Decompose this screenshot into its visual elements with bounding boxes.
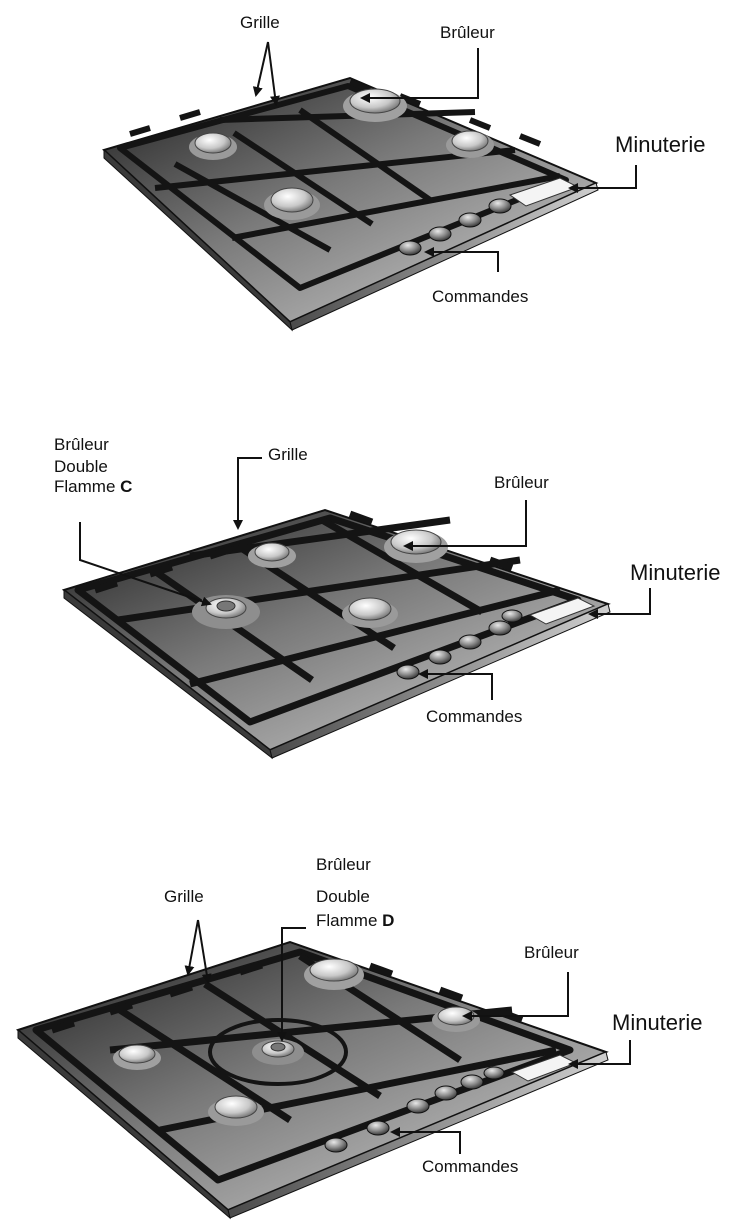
label-bruleur-dd-line3: Flamme D	[316, 912, 394, 929]
label-grille-3: Grille	[164, 887, 204, 906]
leaders-3	[184, 919, 631, 1154]
label-commandes-1: Commandes	[432, 287, 529, 306]
leaders-2	[79, 457, 651, 700]
label-bruleur-dc-line2: Double	[54, 457, 108, 476]
label-commandes-3: Commandes	[422, 1157, 519, 1176]
label-flamme-d: Flamme	[316, 911, 378, 930]
label-bruleur-dc-line3: Flamme C	[54, 478, 132, 495]
burners	[189, 88, 494, 220]
label-bruleur-2: Brûleur	[494, 473, 549, 492]
label-letter-c: C	[120, 477, 133, 496]
hob-plate-edge-left	[63, 588, 273, 760]
label-minuterie-2: Minuterie	[630, 560, 721, 585]
hob-plate-edge-left	[17, 1028, 231, 1220]
control-panel	[396, 597, 596, 680]
control-panel	[398, 177, 580, 256]
grate	[117, 79, 569, 291]
label-bruleur-3: Brûleur	[524, 943, 579, 962]
label-minuterie-1: Minuterie	[615, 132, 706, 157]
control-panel	[324, 1054, 578, 1153]
label-bruleur-dd-line1: Brûleur	[316, 855, 371, 874]
hob-diagram-2	[61, 457, 651, 760]
leaders-1	[252, 41, 637, 272]
label-bruleur-dd-line2: Double	[316, 887, 370, 906]
hob-diagram-1	[102, 41, 637, 332]
hob-diagram-3	[15, 919, 631, 1220]
label-commandes-2: Commandes	[426, 707, 523, 726]
label-minuterie-3: Minuterie	[612, 1010, 703, 1035]
label-bruleur-dc-line1: Brûleur	[54, 435, 109, 454]
label-grille-1: Grille	[240, 13, 280, 32]
label-bruleur-1: Brûleur	[440, 23, 495, 42]
label-grille-2: Grille	[268, 445, 308, 464]
burners	[113, 958, 480, 1126]
hob-plate-edge-left	[103, 148, 293, 332]
label-letter-d: D	[382, 911, 395, 930]
label-flamme-c: Flamme	[54, 477, 116, 496]
